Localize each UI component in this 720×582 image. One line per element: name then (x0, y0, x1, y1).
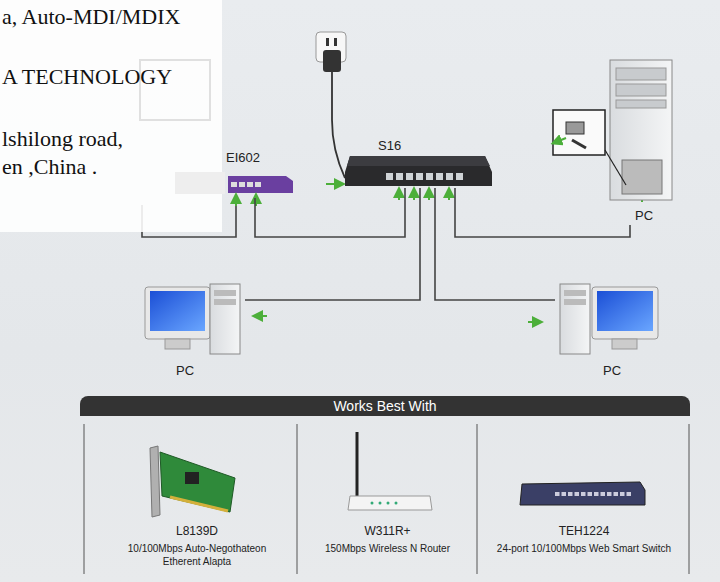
pc-node: PC (555, 283, 663, 380)
section-bar: Works Best With (80, 396, 690, 416)
switch-s16 (345, 156, 492, 186)
box-text: en ,China . (2, 154, 97, 180)
port (575, 492, 580, 496)
node-label: EI602 (226, 150, 260, 165)
network-cable (255, 188, 405, 237)
pc-tower (553, 60, 672, 200)
port (568, 492, 573, 496)
flow-arrow (236, 192, 642, 322)
node-caption: 10/100Mbps Auto-Negothateon Etherent Ala… (122, 542, 272, 568)
node-label: PC (635, 208, 653, 223)
pc (560, 284, 658, 354)
box-text: a, Auto-MDI/MDIX (2, 4, 180, 30)
port (396, 173, 403, 180)
box-text: A TECHNOLOGY (2, 64, 172, 90)
port (594, 492, 599, 496)
node-label: L8139D (98, 524, 296, 538)
port (555, 492, 560, 496)
port (416, 173, 423, 180)
product-panel: W311R+ 150Mbps Wireless N Router (300, 522, 475, 574)
port (607, 492, 612, 496)
pc (145, 284, 240, 354)
port (588, 492, 593, 496)
node-label: PC (176, 363, 194, 378)
power-adapter (316, 32, 346, 184)
node-label: TEH1224 (480, 524, 688, 538)
box-text: lshilong road, (2, 126, 123, 152)
rack-switch (520, 482, 645, 505)
product-panel: TEH1224 24-port 10/100Mbps Web Smart Swit… (480, 522, 688, 574)
network-card (150, 446, 235, 517)
port (562, 492, 567, 496)
port (581, 492, 586, 496)
port (601, 492, 606, 496)
panel-frame (84, 424, 689, 574)
switch-node: S16 (342, 138, 492, 188)
router (348, 432, 432, 510)
network-cable (455, 188, 630, 237)
network-cable (435, 188, 555, 300)
port (456, 173, 463, 180)
port (620, 492, 625, 496)
port (426, 173, 433, 180)
node-label: S16 (378, 138, 401, 153)
switch-node: EI602 (226, 150, 294, 198)
node-caption: 150Mbps Wireless N Router (303, 542, 473, 555)
port (386, 173, 393, 180)
port (406, 173, 413, 180)
node-label: W311R+ (300, 524, 475, 538)
port (436, 173, 443, 180)
switch-ei602 (228, 176, 293, 193)
overlay-panel (0, 0, 225, 232)
port (627, 492, 632, 496)
node-label: PC (603, 363, 621, 378)
product-panel: L8139D 10/100Mbps Auto-Negothateon Ethere… (98, 522, 296, 574)
port (446, 173, 453, 180)
pc-node: PC (605, 58, 675, 225)
node-label: Works Best With (333, 398, 436, 414)
network-cable (245, 188, 420, 300)
node-caption: 24-port 10/100Mbps Web Smart Switch (484, 542, 684, 555)
pc-node: PC (140, 283, 245, 380)
port (614, 492, 619, 496)
